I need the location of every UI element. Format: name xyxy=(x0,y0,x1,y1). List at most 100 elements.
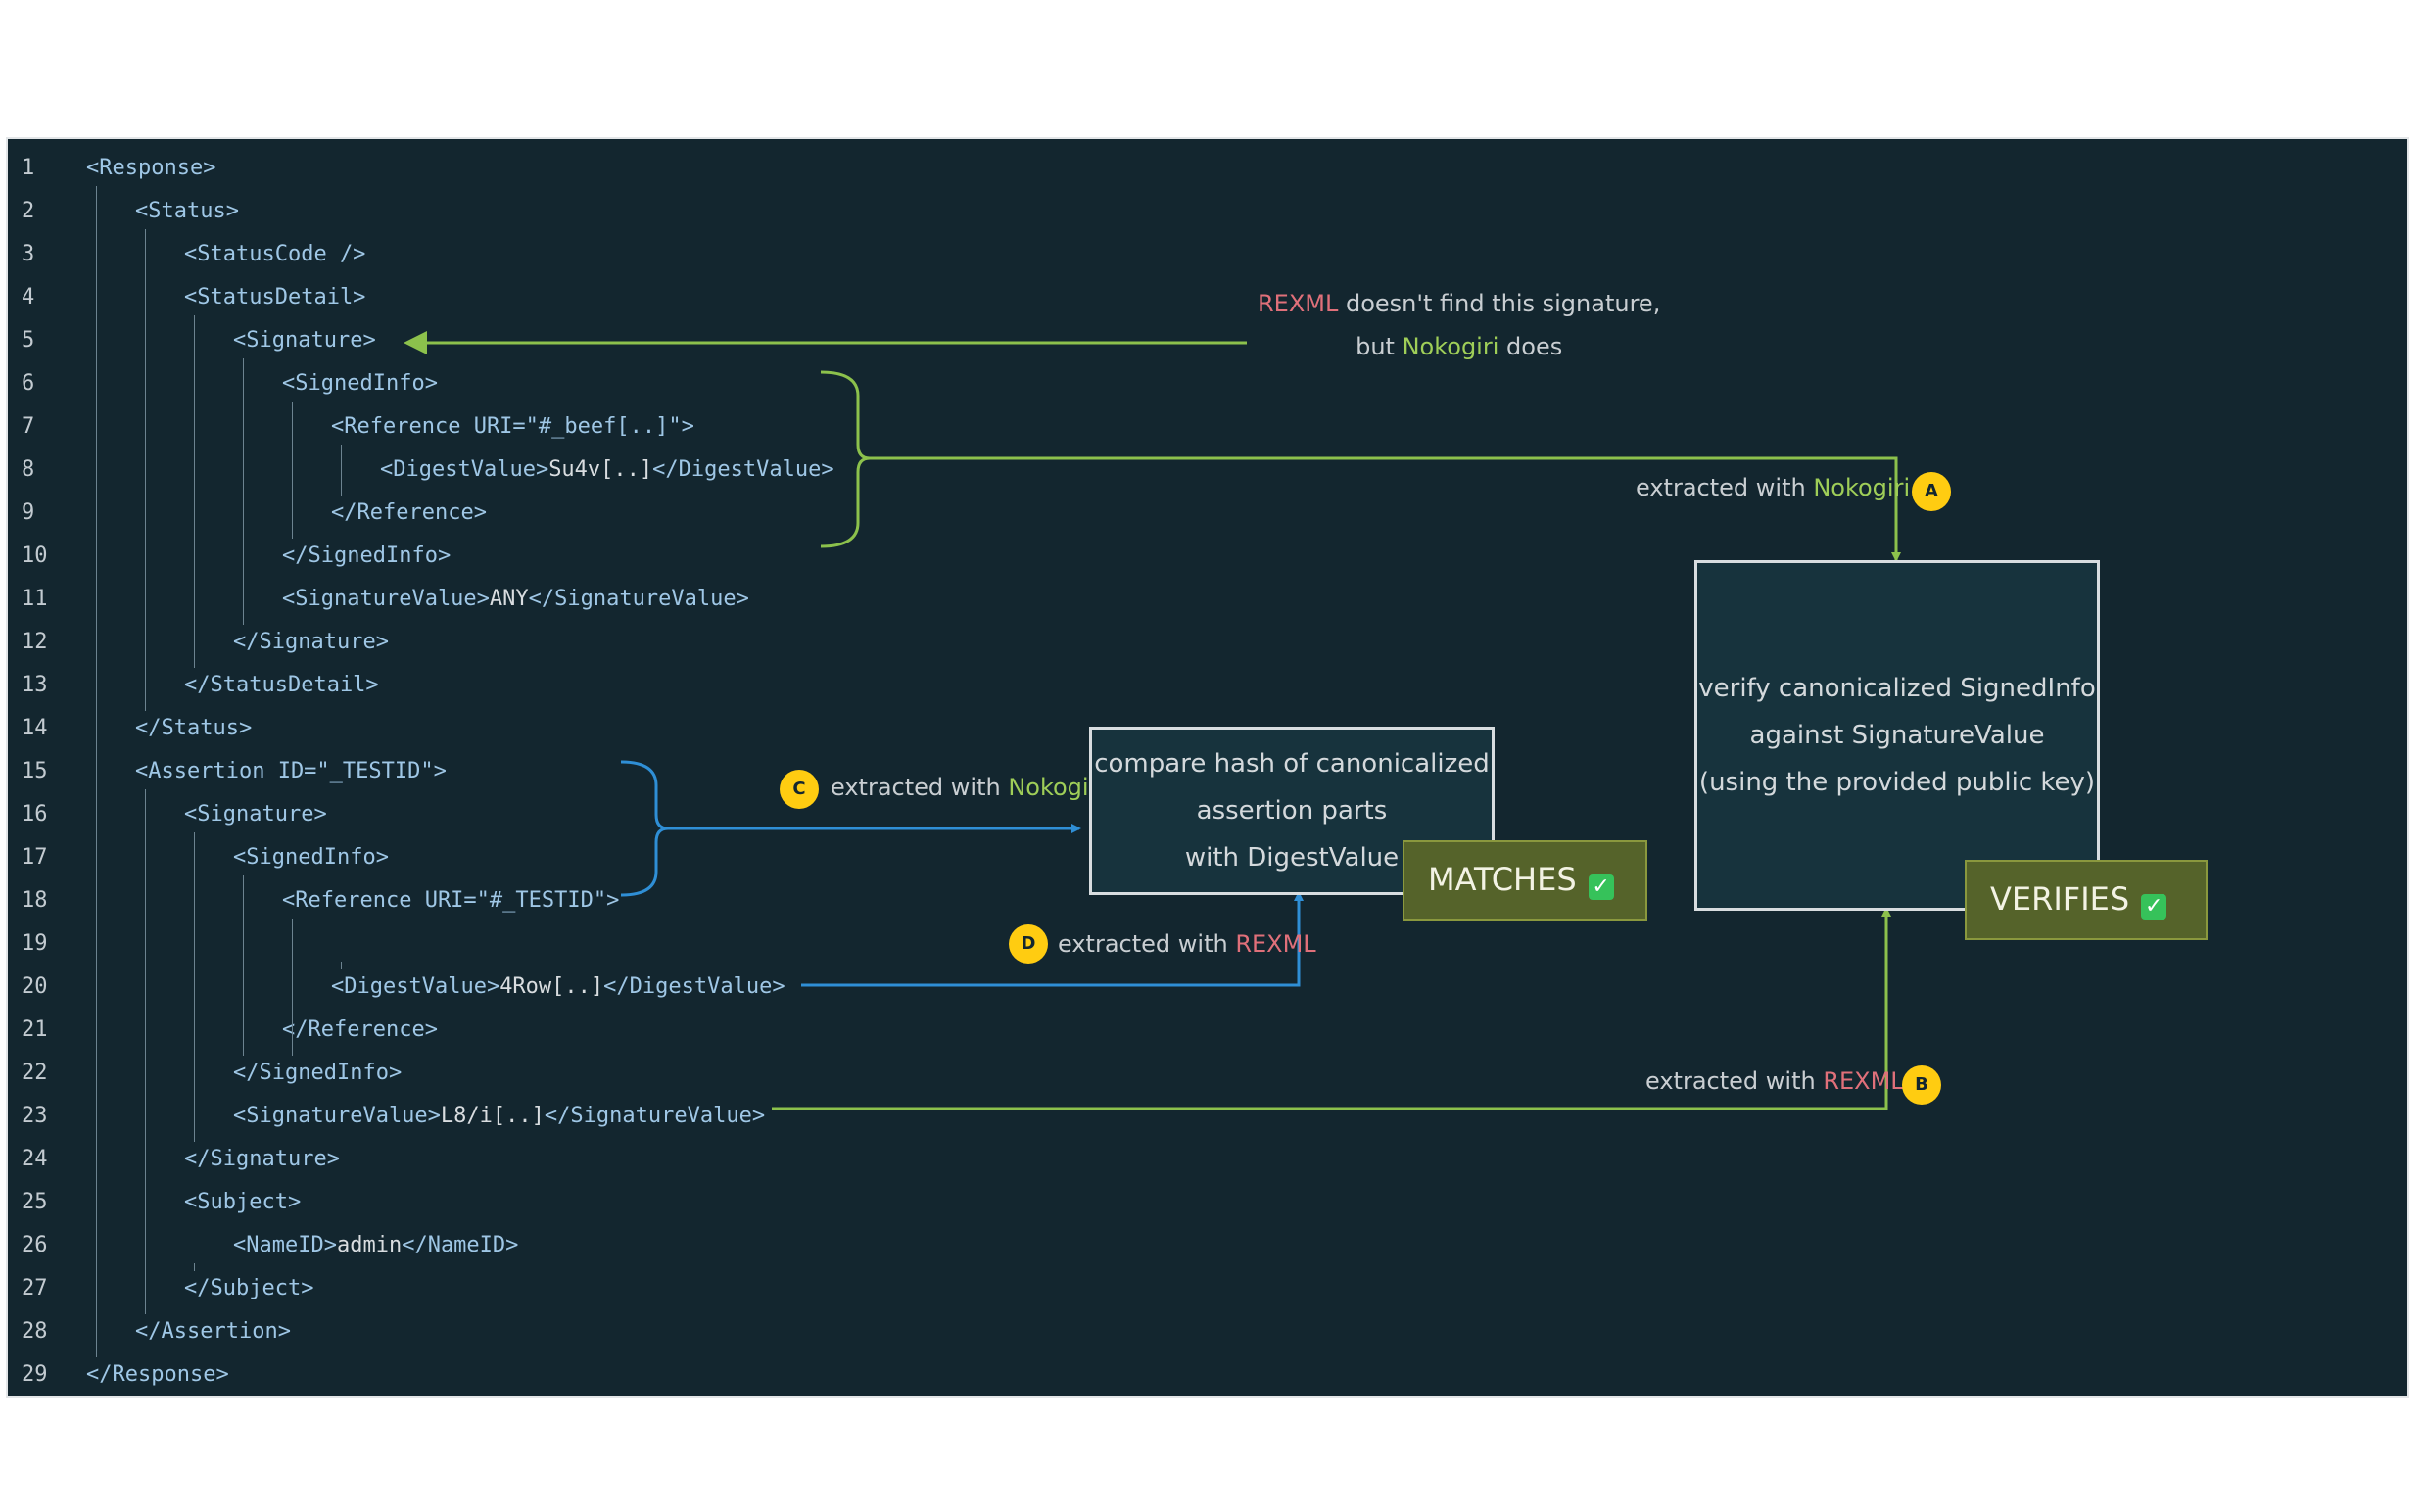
code-tag: </Reference> xyxy=(282,1017,438,1042)
compare-hash-box: compare hash of canonicalized assertion … xyxy=(1089,727,1495,895)
code-line: <Response> xyxy=(86,147,215,190)
code-line: <Reference URI="#_beef[..]"> xyxy=(331,405,694,449)
code-tag: <StatusDetail> xyxy=(184,285,366,309)
line-number: 6 xyxy=(22,371,35,396)
code-tag: </Response> xyxy=(86,1362,229,1387)
code-tag: <Assertion ID="_TESTID"> xyxy=(135,759,447,783)
indent-guide xyxy=(194,832,195,1142)
indent-guide xyxy=(194,1263,195,1271)
line-number: 19 xyxy=(22,931,48,956)
line-number: 24 xyxy=(22,1147,48,1171)
compare-hash-text: compare hash of canonicalized assertion … xyxy=(1094,749,1490,873)
line-number: 23 xyxy=(22,1104,48,1128)
code-line: <SignatureValue>ANY</SignatureValue> xyxy=(282,578,749,621)
code-value: L8/i[..] xyxy=(440,1104,545,1128)
code-tag: </Reference> xyxy=(331,500,487,525)
code-tag: <Signature> xyxy=(184,802,327,827)
code-tag: <Signature> xyxy=(233,328,376,353)
code-line: </StatusDetail> xyxy=(184,664,379,707)
code-tag: </SignedInfo> xyxy=(233,1061,403,1085)
line-number: 13 xyxy=(22,673,48,697)
arrow-a xyxy=(870,456,1901,562)
line-number: 25 xyxy=(22,1190,48,1214)
badge-c: C xyxy=(780,770,819,809)
verifies-label: VERIFIES xyxy=(1990,880,2130,918)
code-tag: <Response> xyxy=(86,156,216,180)
code-line: <Signature> xyxy=(233,319,376,362)
code-value: ANY xyxy=(489,587,529,611)
code-tag: <StatusCode /> xyxy=(184,242,366,266)
label-d: extracted with REXML xyxy=(1058,930,1316,958)
note-nokogiri: Nokogiri xyxy=(1402,333,1499,360)
indent-guide xyxy=(341,962,342,969)
code-tag: </Signature> xyxy=(233,630,389,654)
indent-guide xyxy=(96,186,97,1357)
line-number: 1 xyxy=(22,156,35,180)
badge-a: A xyxy=(1912,472,1951,511)
code-line: </Assertion> xyxy=(135,1310,291,1353)
line-number: 22 xyxy=(22,1061,48,1085)
indent-guide xyxy=(145,229,146,711)
code-line: <StatusDetail> xyxy=(184,276,365,319)
code-line: <Signature> xyxy=(184,793,327,836)
code-close-tag: </NameID> xyxy=(402,1233,519,1257)
code-tag: <Status> xyxy=(135,199,239,223)
verify-signature-text: verify canonicalized SignedInfo against … xyxy=(1698,674,2096,797)
line-number: 17 xyxy=(22,845,48,870)
indent-guide xyxy=(145,789,146,1314)
label-a: extracted with Nokogiri xyxy=(1636,474,1911,501)
line-number: 14 xyxy=(22,716,48,740)
code-close-tag: </SignatureValue> xyxy=(528,587,749,611)
indent-guide xyxy=(292,919,293,1056)
badge-d: D xyxy=(1009,924,1048,964)
line-number: 10 xyxy=(22,543,48,568)
verify-signature-box: verify canonicalized SignedInfo against … xyxy=(1694,560,2100,911)
arrow-d xyxy=(801,891,1304,987)
code-value: Su4v[..] xyxy=(548,457,653,482)
code-tag: <SignatureValue> xyxy=(282,587,490,611)
line-number: 15 xyxy=(22,759,48,783)
code-tag: <SignatureValue> xyxy=(233,1104,441,1128)
code-tag: <Subject> xyxy=(184,1190,302,1214)
code-line: </Signature> xyxy=(233,621,389,664)
badge-b: B xyxy=(1902,1065,1941,1105)
check-square-icon: ✓ xyxy=(2141,894,2167,920)
line-number: 3 xyxy=(22,242,35,266)
code-line: <SignatureValue>L8/i[..]</SignatureValue… xyxy=(233,1095,765,1138)
code-close-tag: </DigestValue> xyxy=(603,974,785,999)
code-tag: </SignedInfo> xyxy=(282,543,452,568)
code-tag: <SignedInfo> xyxy=(282,371,438,396)
line-number: 26 xyxy=(22,1233,48,1257)
line-number: 7 xyxy=(22,414,35,439)
line-number: 2 xyxy=(22,199,35,223)
code-tag: <DigestValue> xyxy=(380,457,549,482)
line-number: 11 xyxy=(22,587,48,611)
line-number: 9 xyxy=(22,500,35,525)
indent-guide xyxy=(243,358,244,625)
code-tag: </Subject> xyxy=(184,1276,314,1300)
arrow-b xyxy=(772,907,1891,1110)
code-line: <SignedInfo> xyxy=(233,836,389,879)
code-line: </SignedInfo> xyxy=(233,1052,402,1095)
arrow-layer xyxy=(404,331,1901,1110)
code-value: 4Row[..] xyxy=(499,974,604,999)
code-line: </Status> xyxy=(135,707,252,750)
line-number: 21 xyxy=(22,1017,48,1042)
code-line: <Subject> xyxy=(184,1181,301,1224)
code-tag: </Status> xyxy=(135,716,253,740)
line-number: 5 xyxy=(22,328,35,353)
code-tag: <NameID> xyxy=(233,1233,337,1257)
line-number: 27 xyxy=(22,1276,48,1300)
code-line: <Status> xyxy=(135,190,239,233)
note-line2-post: does xyxy=(1498,333,1563,360)
signature-note: REXML doesn't find this signature, but N… xyxy=(1258,282,1660,368)
code-tag: <Reference URI="#_TESTID"> xyxy=(282,888,620,913)
line-number: 4 xyxy=(22,285,35,309)
code-line: </Response> xyxy=(86,1353,229,1396)
code-tag: <DigestValue> xyxy=(331,974,500,999)
matches-stamp: MATCHES✓ xyxy=(1403,840,1647,921)
note-line2-pre: but xyxy=(1356,333,1403,360)
code-line: </SignedInfo> xyxy=(282,535,451,578)
